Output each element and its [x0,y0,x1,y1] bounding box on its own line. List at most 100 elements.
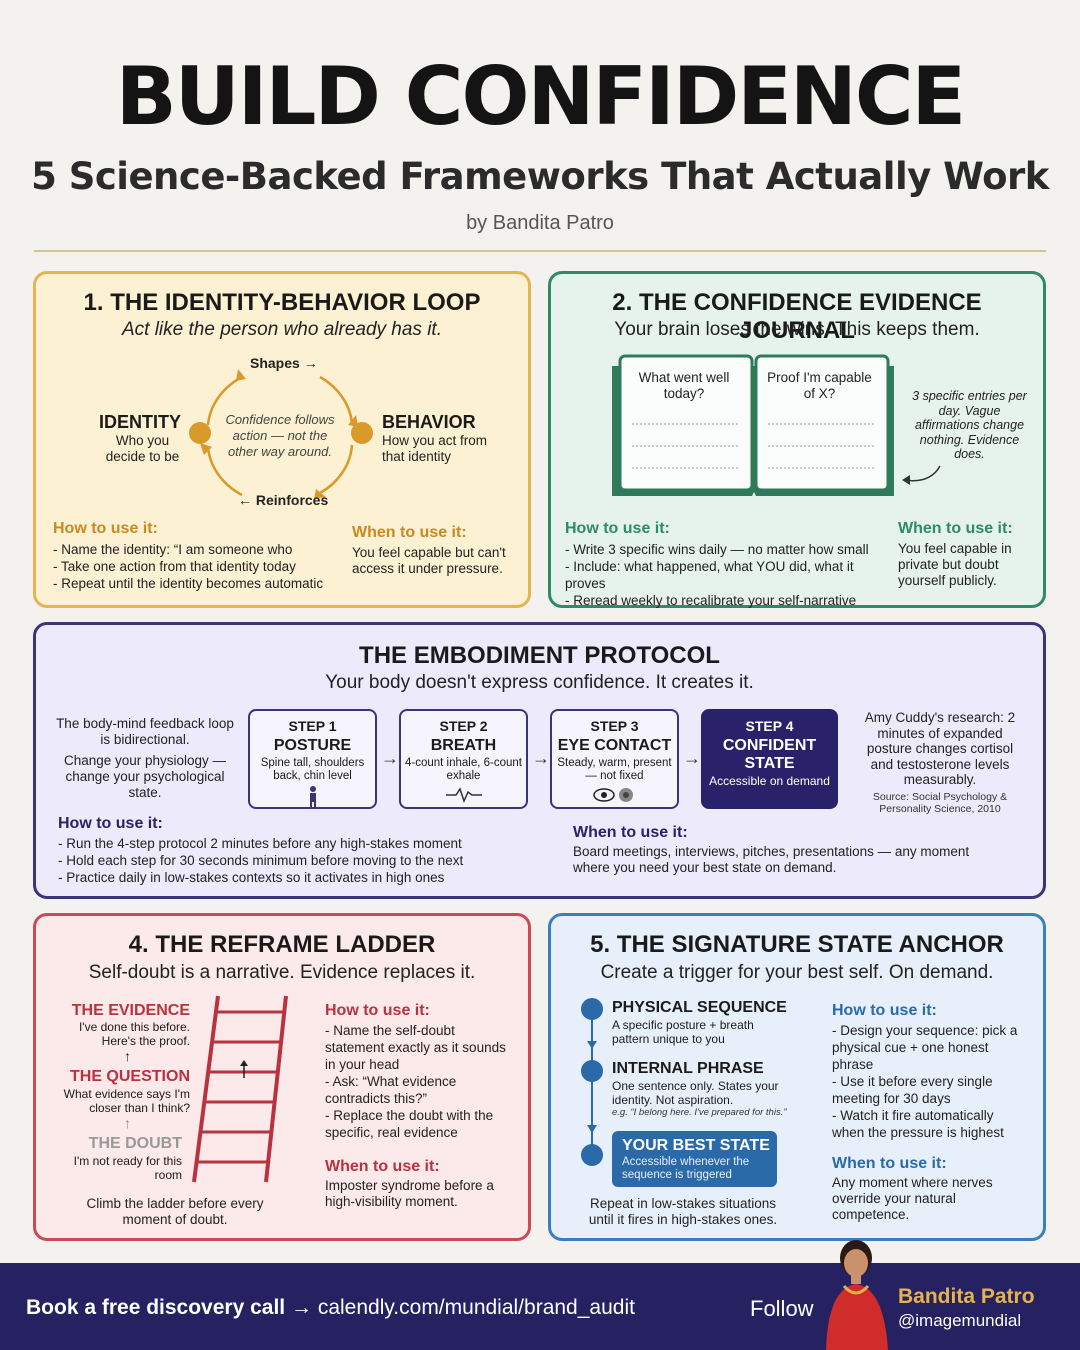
how-label: How to use it: [565,520,670,537]
author-handle[interactable]: @imagemundial [898,1311,1022,1330]
physical-sequence-label: PHYSICAL SEQUENCE [612,999,787,1016]
how-label: How to use it: [58,815,163,832]
page-subtitle: 5 Science-Backed Frameworks That Actuall… [31,155,1049,198]
footer-bar [0,1263,1080,1350]
sequence-timeline [581,998,603,1166]
climb-text: Climb the ladder before every moment of … [86,1196,264,1227]
page-title: BUILD CONFIDENCE [115,50,966,143]
ladder-icon [192,995,288,1183]
when-label: When to use it: [898,520,1013,537]
breath-wave-icon [445,787,482,804]
list-item: Reread weekly to recalibrate your self-n… [565,592,895,609]
best-state-box [612,1131,777,1187]
step-desc: Accessible on demand [709,774,830,788]
shapes-label: Shapes → [250,355,318,371]
divider [34,250,1046,252]
how-list: Write 3 specific wins daily — no matter … [565,541,895,609]
list-item: Hold each step for 30 seconds minimum be… [58,852,538,869]
card-subtitle: Self-doubt is a narrative. Evidence repl… [88,962,476,983]
when-text: Imposter syndrome before a high-visibili… [325,1178,494,1209]
list-item: Name the self-doubt statement exactly as… [325,1022,515,1073]
journal-page-left: What went well today? [638,370,730,401]
follow-text: Follow [750,1296,814,1321]
step-number: STEP 2 [439,718,488,734]
arrow-icon: → [532,748,550,768]
step-number: STEP 3 [590,718,639,734]
evidence-desc: I've done this before. Here's the proof. [78,1020,190,1048]
list-item: Watch it fire automatically when the pre… [832,1107,1027,1141]
journal-icon [612,354,894,496]
step-desc: 4-count inhale, 6-count exhale [405,757,522,782]
identity-label: IDENTITY [98,412,181,432]
when-label: When to use it: [573,824,688,841]
when-text: You feel capable in private but doubt yo… [898,541,1012,588]
how-list: Name the self-doubt statement exactly as… [325,1022,515,1141]
question-label: THE QUESTION [69,1068,190,1085]
list-item: Name the identity: “I am someone who [53,541,353,558]
list-item: Ask: “What evidence contradicts this?” [325,1073,515,1107]
card-title: 1. THE IDENTITY-BEHAVIOR LOOP [83,289,481,316]
card-subtitle: Your brain loses the wins. This keeps th… [614,319,980,340]
how-label: How to use it: [325,1002,430,1019]
list-item: Write 3 specific wins daily — no matter … [565,541,895,558]
research-text: Amy Cuddy's research: 2 minutes of expan… [864,710,1016,787]
evidence-label: THE EVIDENCE [71,1002,190,1019]
when-text: You feel capable but can't access it und… [352,545,506,576]
repeat-text: Repeat in low-stakes situations until it… [588,1196,778,1227]
eye-icon [592,788,633,802]
footer-cta[interactable]: Book a free discovery call → calendly.co… [26,1296,635,1320]
arrow-icon: → [683,748,701,768]
step-name: EYE CONTACT [557,737,672,754]
card-title: 4. THE REFRAME LADDER [128,931,436,958]
cta-text: Book a free discovery call → [26,1296,312,1319]
step-breath: STEP 2 BREATH 4-count inhale, 6-count ex… [399,709,528,809]
card-title: THE EMBODIMENT PROTOCOL [359,642,720,669]
card-title: 5. THE SIGNATURE STATE ANCHOR [590,931,1004,958]
list-item: Replace the doubt with the specific, rea… [325,1107,515,1141]
internal-phrase-desc: One sentence only. States your identity.… [612,1079,779,1107]
list-item: Use it before every single meeting for 3… [832,1073,1027,1107]
when-text: Any moment where nerves override your na… [832,1175,993,1222]
person-icon [309,786,316,808]
physiology-text: Change your physiology — change your psy… [63,753,227,800]
behavior-desc: How you act from that identity [382,433,488,464]
card-title: 2. THE CONFIDENCE EVIDENCE JOURNAL [612,289,982,344]
card-subtitle: Your body doesn't express confidence. It… [325,672,754,693]
list-item: Take one action from that identity today [53,558,353,575]
card-subtitle: Act like the person who already has it. [121,319,442,340]
journal-note: 3 specific entries per day. Vague affirm… [912,389,1027,461]
step-name: CONFIDENT STATE [722,737,817,772]
loop-diagram [189,369,373,499]
journal-page-right: Proof I'm capable of X? [767,370,872,401]
avatar [826,1240,888,1350]
step-confident-state: STEP 4 CONFIDENT STATE Accessible on dem… [701,709,838,809]
how-list: Run the 4-step protocol 2 minutes before… [58,835,538,886]
list-item: Repeat until the identity becomes automa… [53,575,353,592]
list-item: Include: what happened, what YOU did, wh… [565,558,895,592]
how-list: Design your sequence: pick a physical cu… [832,1022,1027,1141]
list-item: Design your sequence: pick a physical cu… [832,1022,1027,1073]
bodymind-text: The body-mind feedback loop is bidirecti… [56,716,234,747]
step-eye-contact: STEP 3 EYE CONTACT Steady, warm, present… [550,709,679,809]
step-number: STEP 1 [288,718,337,734]
step-name: BREATH [430,737,497,754]
loop-center-text: Confidence follows action — not the othe… [225,412,335,459]
how-label: How to use it: [832,1002,937,1019]
author-name: Bandita Patro [898,1285,1035,1308]
up-arrow-icon: ↑ [124,1048,131,1064]
card-subtitle: Create a trigger for your best self. On … [600,962,994,983]
calendly-link[interactable]: calendly.com/mundial/brand_audit [317,1296,635,1319]
how-label: How to use it: [53,520,158,537]
step-desc: Steady, warm, present — not fixed [557,757,672,782]
up-arrow-icon: ↑ [124,1115,131,1131]
when-label: When to use it: [832,1155,947,1172]
when-label: When to use it: [352,524,467,541]
step-name: POSTURE [273,737,352,754]
behavior-label: BEHAVIOR [382,412,476,432]
question-desc: What evidence says I'm closer than I thi… [63,1087,190,1115]
list-item: Run the 4-step protocol 2 minutes before… [58,835,538,852]
curved-arrow-icon [902,465,941,485]
step-posture: STEP 1 POSTURE Spine tall, shoulders bac… [248,709,377,809]
doubt-label: THE DOUBT [88,1135,182,1152]
when-text: Board meetings, interviews, pitches, pre… [573,844,970,875]
